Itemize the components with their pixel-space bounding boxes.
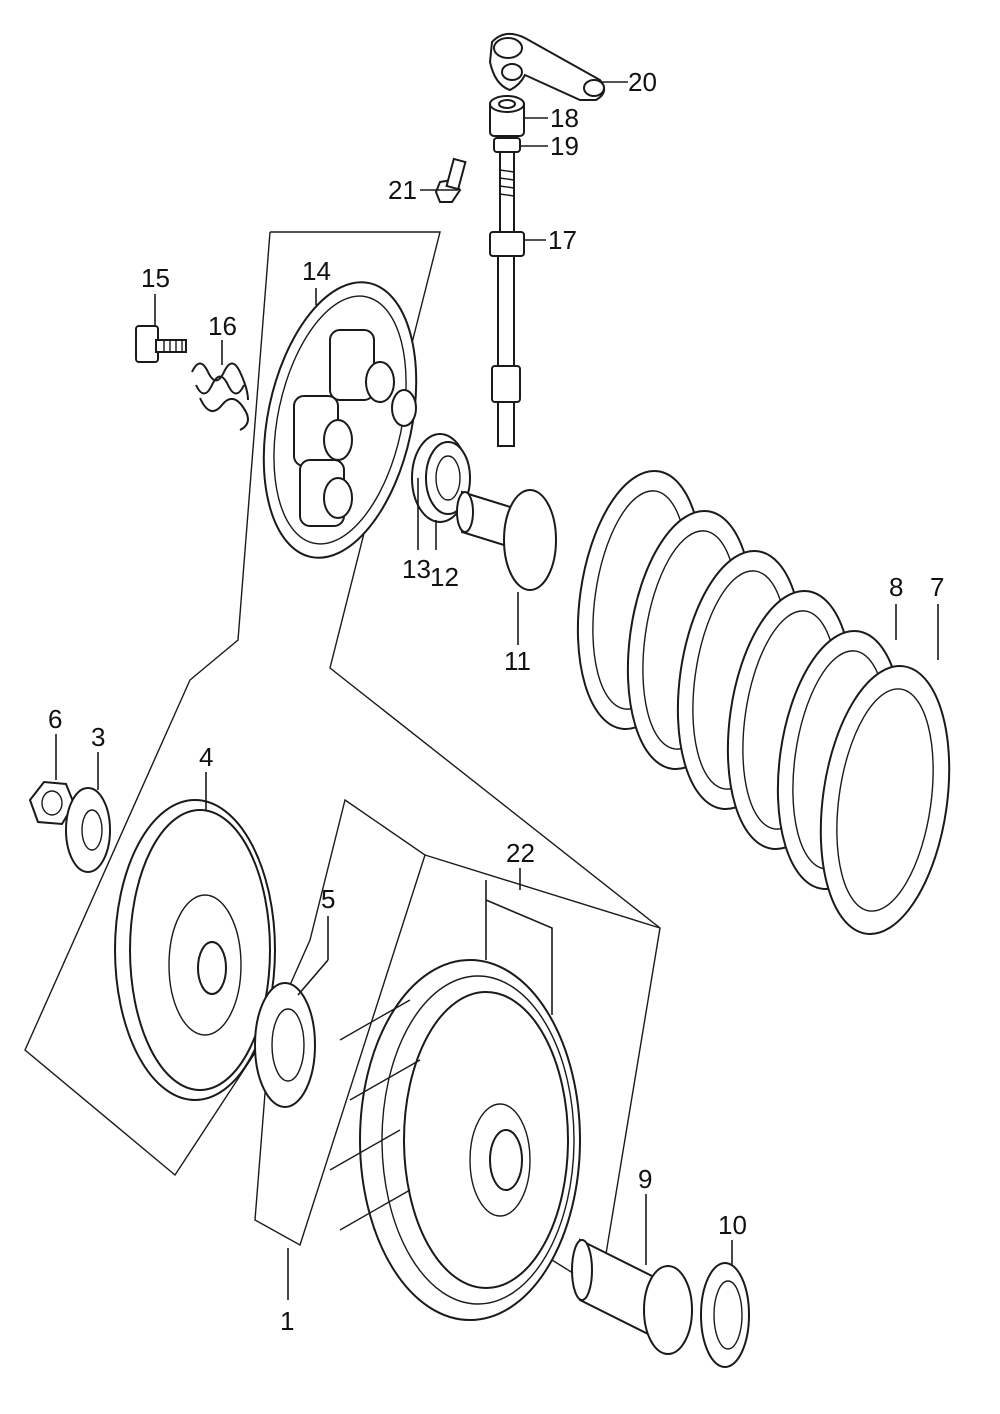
washer-part-19: [493, 137, 521, 153]
callout-1: 1: [280, 1306, 294, 1336]
callout-16: 16: [208, 311, 237, 341]
push-rod-shaft: [489, 151, 525, 447]
callout-13: 13: [402, 554, 431, 584]
callout-3: 3: [91, 722, 105, 752]
callout-15: 15: [141, 263, 170, 293]
washer-part-10: [700, 1262, 750, 1368]
callout-22: 22: [506, 838, 535, 868]
callout-20: 20: [628, 67, 657, 97]
clutch-plate-stack: [576, 469, 951, 935]
callout-7: 7: [930, 572, 944, 602]
bearing-part-12-13: [411, 433, 471, 523]
callout-12: 12: [430, 562, 459, 592]
clutch-center-part-4: [114, 799, 276, 1101]
bolt-part-21: [434, 157, 467, 203]
pressure-plate-part-14: [262, 281, 418, 559]
callout-labels: 20 18 19 21 17 14 15 16 13 12 11 8 7 6 3…: [48, 67, 944, 1336]
clutch-housing-part-22: [329, 959, 581, 1321]
washer-part-3: [65, 787, 111, 873]
pusher-part-11: [456, 489, 557, 591]
leader-lines: [55, 81, 939, 1300]
callout-21: 21: [388, 175, 417, 205]
callout-10: 10: [718, 1210, 747, 1240]
callout-11: 11: [504, 646, 531, 676]
clutch-lever-arm: [488, 32, 606, 101]
bolt-part-15: [135, 325, 187, 363]
callout-9: 9: [638, 1164, 652, 1194]
sleeve-part-9: [571, 1238, 693, 1355]
callout-5: 5: [321, 884, 335, 914]
spring-part-16: [191, 362, 249, 431]
callout-19: 19: [550, 131, 579, 161]
callout-4: 4: [199, 742, 213, 772]
callout-18: 18: [550, 103, 579, 133]
group-outline-clutch-housing: [254, 798, 661, 1247]
callout-8: 8: [889, 572, 903, 602]
callout-17: 17: [548, 225, 577, 255]
callout-6: 6: [48, 704, 62, 734]
callout-14: 14: [302, 256, 331, 286]
washer-part-5: [254, 982, 316, 1108]
oil-seal-part: [489, 95, 525, 137]
